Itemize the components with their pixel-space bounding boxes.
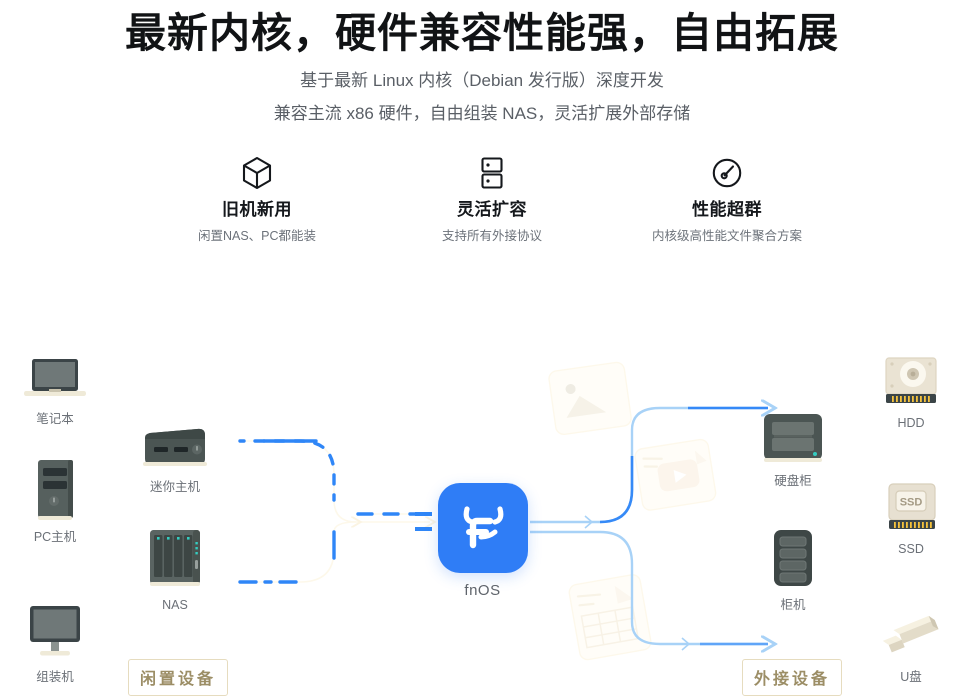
badge-idle-devices: 闲置设备: [128, 659, 232, 698]
device-label: U盘: [900, 670, 922, 684]
device-pc-tower: PC主机: [14, 460, 96, 546]
page-title: 最新内核，硬件兼容性能强，自由拓展: [125, 10, 839, 56]
device-usb-drive: U盘: [870, 600, 952, 686]
device-label: 柜机: [780, 598, 806, 612]
feature-item-performance: 性能超群 内核级高性能文件聚合方案: [622, 156, 832, 246]
device-laptop: 笔记本: [14, 342, 96, 428]
svg-text:SSD: SSD: [900, 497, 923, 509]
feature-title: 灵活扩容: [457, 200, 527, 219]
cabinet-icon: [752, 528, 834, 590]
device-label: PC主机: [33, 530, 77, 544]
device-disk-enclosure: 硬盘柜: [752, 404, 834, 490]
feature-desc: 支持所有外接协议: [441, 229, 542, 243]
usb-drive-icon: [870, 600, 952, 662]
fnos-node[interactable]: fnOS: [435, 483, 530, 599]
feature-desc: 闲置NAS、PC都能装: [197, 229, 317, 243]
device-hdd: HDD: [870, 346, 952, 432]
device-label: 硬盘柜: [774, 474, 812, 488]
server-rack-icon: [387, 156, 597, 190]
device-label: 笔记本: [36, 412, 74, 426]
subtitle-line-2: 兼容主流 x86 硬件，自由组装 NAS，灵活扩展外部存储: [273, 104, 691, 123]
device-cabinet: 柜机: [752, 528, 834, 614]
feature-title: 性能超群: [692, 200, 762, 219]
cube-icon: [152, 156, 362, 190]
speedometer-icon: [622, 156, 832, 190]
disk-enclosure-icon: [752, 404, 834, 466]
feature-item-flexible-expansion: 灵活扩容 支持所有外接协议: [387, 156, 597, 246]
hdd-icon: [870, 346, 952, 408]
device-ssd: SSD SSD: [870, 472, 952, 558]
desktop-pc-icon: [14, 600, 96, 662]
feature-list: 旧机新用 闲置NAS、PC都能装 灵活扩容 支持所有外接协议: [152, 156, 832, 260]
nas-icon: [134, 528, 216, 590]
device-label: NAS: [162, 598, 188, 612]
device-nas: NAS: [134, 528, 216, 614]
device-label: HDD: [897, 416, 925, 430]
ssd-icon: SSD: [870, 472, 952, 534]
background-decoration: [548, 361, 717, 661]
device-desktop-pc: 组装机: [14, 600, 96, 686]
laptop-icon: [14, 342, 96, 404]
mini-pc-icon: [134, 410, 216, 472]
device-label: 组装机: [36, 670, 74, 684]
feature-title: 旧机新用: [222, 200, 292, 219]
connector-lines: [238, 300, 964, 698]
fnos-logo-icon[interactable]: [437, 483, 528, 573]
subtitle-line-1: 基于最新 Linux 内核（Debian 发行版）深度开发: [300, 71, 664, 90]
device-mini-pc: 迷你主机: [134, 410, 216, 496]
topology-diagram: 笔记本 迷你主机: [0, 300, 964, 698]
feature-desc: 内核级高性能文件聚合方案: [651, 229, 802, 243]
device-label: SSD: [898, 542, 924, 556]
badge-external-devices: 外接设备: [742, 659, 846, 698]
feature-item-old-machine-reuse: 旧机新用 闲置NAS、PC都能装: [152, 156, 362, 246]
pc-tower-icon: [14, 460, 96, 522]
device-label: 迷你主机: [149, 480, 200, 494]
fnos-label: fnOS: [464, 582, 501, 599]
